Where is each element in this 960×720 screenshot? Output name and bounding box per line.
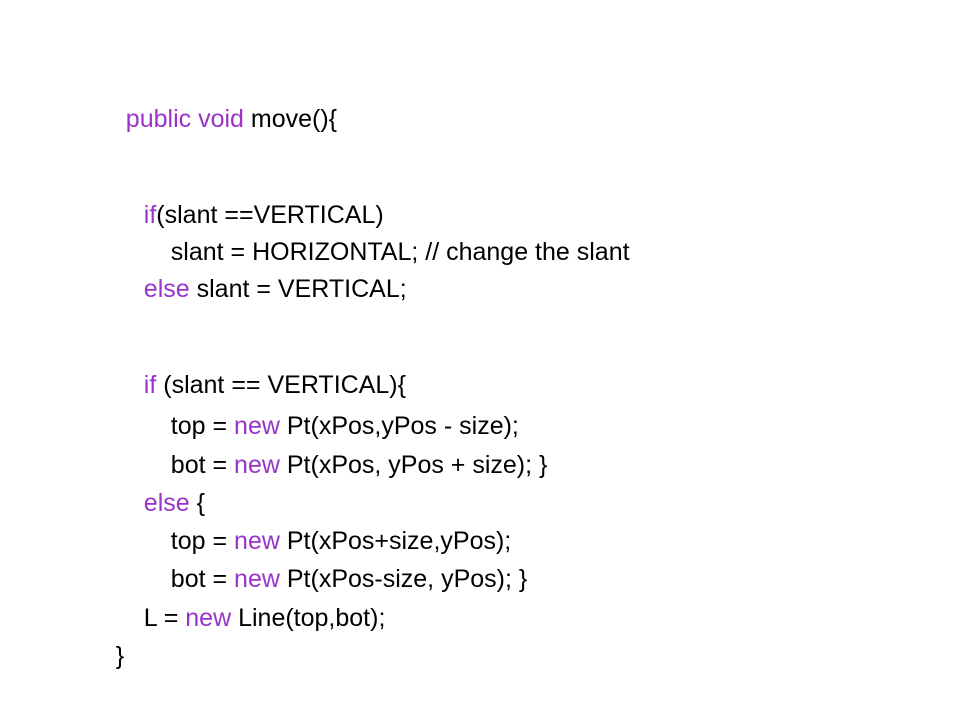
code-line-bot-vertical: bot = new Pt(xPos, yPos + size); } — [143, 420, 548, 510]
code-text: slant = VERTICAL; — [189, 275, 407, 303]
code-text: slant = HORIZONTAL; // change the slant — [170, 238, 630, 266]
code-line-if-slant-vertical: if(slant ==VERTICAL) — [116, 170, 384, 260]
code-line-bot-horizontal: bot = new Pt(xPos-size, yPos); } — [143, 534, 527, 624]
code-text: Pt(xPos-size, yPos); } — [279, 565, 528, 593]
keyword: if — [143, 371, 157, 399]
code-text: Pt(xPos,yPos - size); — [279, 412, 519, 440]
code-text: bot = — [170, 451, 235, 479]
keyword: else — [143, 275, 190, 303]
code-line-else-vertical: else slant = VERTICAL; — [116, 244, 407, 334]
code-text: Pt(xPos, yPos + size); } — [279, 451, 548, 479]
code-line-top-vertical: top = new Pt(xPos,yPos - size); — [143, 381, 519, 471]
keyword: public void — [125, 105, 244, 133]
keyword: new — [185, 604, 232, 632]
keyword: new — [234, 565, 280, 593]
code-text: top = — [170, 527, 235, 555]
code-text: } — [115, 642, 125, 670]
code-line-method-signature: public void move(){ — [98, 74, 337, 164]
code-text: Pt(xPos+size,yPos); — [279, 527, 512, 555]
code-line-closing-brace: } — [88, 611, 124, 701]
code-text: (slant == VERTICAL){ — [156, 371, 406, 399]
keyword: else — [143, 489, 190, 517]
code-text: move(){ — [243, 105, 338, 133]
code-text: Line(top,bot); — [231, 604, 386, 632]
code-line-if-vertical-block: if (slant == VERTICAL){ — [116, 340, 406, 430]
keyword: new — [234, 412, 280, 440]
keyword: new — [234, 527, 280, 555]
keyword: if — [143, 201, 157, 229]
code-line-set-horizontal: slant = HORIZONTAL; // change the slant — [143, 207, 630, 297]
code-text: (slant ==VERTICAL) — [156, 201, 384, 229]
code-text: bot = — [170, 565, 235, 593]
code-text: L = — [143, 604, 186, 632]
code-line-new-line: L = new Line(top,bot); — [116, 573, 386, 663]
code-line-top-horizontal: top = new Pt(xPos+size,yPos); — [143, 496, 511, 586]
code-text: { — [189, 489, 205, 517]
keyword: new — [234, 451, 280, 479]
code-line-else-block: else { — [116, 458, 205, 548]
code-text: top = — [170, 412, 235, 440]
